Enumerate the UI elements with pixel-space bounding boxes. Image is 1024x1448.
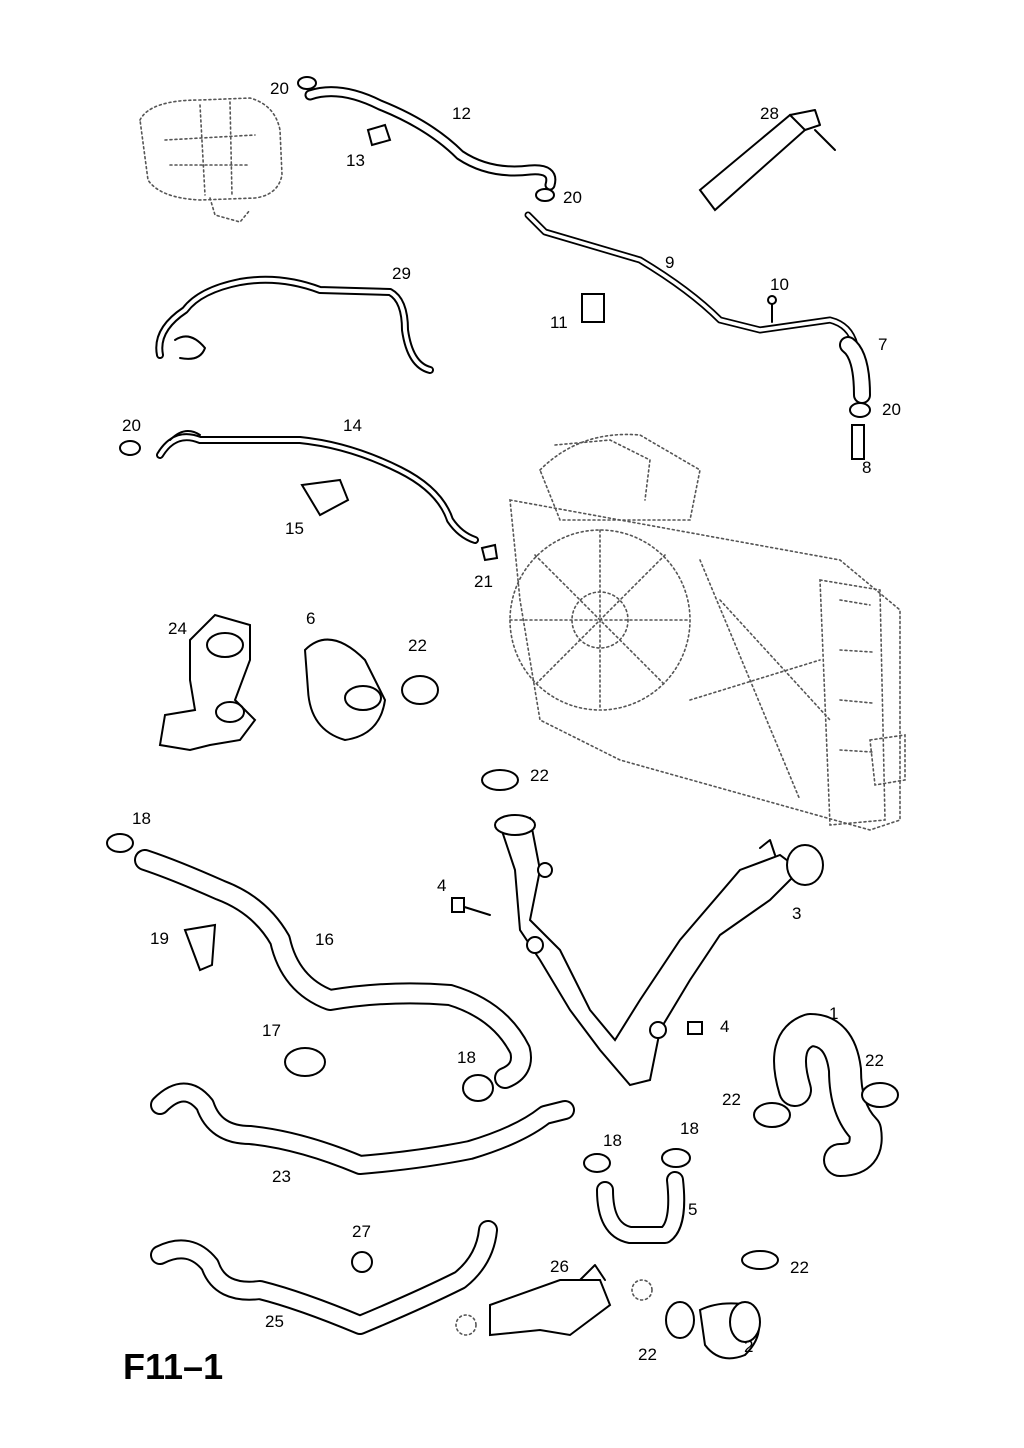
- bolt-10[interactable]: [767, 295, 777, 323]
- callout-2: 2: [744, 1337, 753, 1356]
- pipe-28[interactable]: [698, 109, 836, 212]
- callout-3: 3: [792, 904, 801, 923]
- hose-2[interactable]: [698, 1301, 761, 1360]
- clamp-22-e[interactable]: [741, 1250, 779, 1270]
- callout-10: 10: [770, 275, 789, 294]
- callout-9: 9: [665, 253, 674, 272]
- hose-1[interactable]: [773, 1013, 883, 1177]
- callout-22: 22: [638, 1345, 657, 1364]
- clip-13[interactable]: [366, 123, 392, 147]
- pipe-3[interactable]: [494, 814, 824, 1087]
- clamp-20-b[interactable]: [535, 188, 555, 202]
- callout-7: 7: [878, 335, 887, 354]
- clip-15[interactable]: [300, 478, 350, 517]
- callout-27: 27: [352, 1222, 371, 1241]
- callout-29: 29: [392, 264, 411, 283]
- callout-23: 23: [272, 1167, 291, 1186]
- clamp-22-f[interactable]: [665, 1301, 695, 1339]
- clamp-18-c[interactable]: [583, 1153, 611, 1173]
- bracket-26[interactable]: [489, 1264, 612, 1337]
- clamp-27[interactable]: [351, 1251, 373, 1273]
- hose-12[interactable]: [304, 86, 557, 191]
- hose-5[interactable]: [596, 1171, 686, 1244]
- bolt-4-a[interactable]: [451, 897, 491, 916]
- clamp-22-d[interactable]: [753, 1102, 791, 1128]
- hose-14[interactable]: [156, 430, 479, 544]
- callout-5: 5: [688, 1200, 697, 1219]
- hose-23[interactable]: [150, 1082, 575, 1175]
- clamp-20-a[interactable]: [297, 76, 317, 90]
- callout-25: 25: [265, 1312, 284, 1331]
- callout-18: 18: [680, 1119, 699, 1138]
- callout-22: 22: [530, 766, 549, 785]
- hose-16[interactable]: [134, 849, 532, 1089]
- clip-21[interactable]: [480, 543, 499, 562]
- clamp-18-a[interactable]: [106, 833, 134, 853]
- connector-8[interactable]: [851, 424, 865, 460]
- callout-8: 8: [862, 458, 871, 477]
- clamp-18-b[interactable]: [462, 1074, 494, 1102]
- bolt-4-b[interactable]: [687, 1021, 703, 1035]
- clamp-17[interactable]: [284, 1047, 326, 1077]
- callout-20: 20: [563, 188, 582, 207]
- callout-1: 1: [829, 1004, 838, 1023]
- clamp-18-d[interactable]: [661, 1148, 691, 1168]
- hose-6[interactable]: [303, 638, 387, 742]
- bracket-11[interactable]: [581, 293, 605, 323]
- callout-14: 14: [343, 416, 362, 435]
- callout-4: 4: [720, 1017, 729, 1036]
- clip-19[interactable]: [183, 923, 217, 972]
- callout-20: 20: [122, 416, 141, 435]
- callout-22: 22: [790, 1258, 809, 1277]
- callout-20: 20: [270, 79, 289, 98]
- callouts: 20 12 13 20 28 9 29 10 11 7 20 20 14 8 1…: [122, 79, 901, 1364]
- callout-12: 12: [452, 104, 471, 123]
- callout-15: 15: [285, 519, 304, 538]
- callout-22: 22: [408, 636, 427, 655]
- callout-16: 16: [315, 930, 334, 949]
- hose-7[interactable]: [839, 336, 871, 404]
- clamp-20-c[interactable]: [119, 440, 141, 456]
- pipe-9[interactable]: [524, 211, 862, 399]
- callout-17: 17: [262, 1021, 281, 1040]
- hose-29[interactable]: [155, 275, 434, 374]
- callout-22: 22: [865, 1051, 884, 1070]
- clamp-22-a[interactable]: [401, 675, 439, 705]
- callout-26: 26: [550, 1257, 569, 1276]
- callout-28: 28: [760, 104, 779, 123]
- callout-20: 20: [882, 400, 901, 419]
- expansion-tank-context: [139, 97, 283, 223]
- callout-22: 22: [722, 1090, 741, 1109]
- callout-21: 21: [474, 572, 493, 591]
- callout-18: 18: [132, 809, 151, 828]
- callout-18: 18: [457, 1048, 476, 1067]
- callout-18: 18: [603, 1131, 622, 1150]
- callout-11: 11: [550, 313, 568, 332]
- hose-25[interactable]: [150, 1220, 498, 1335]
- bracket-26-context: [455, 1279, 653, 1336]
- bracket-24[interactable]: [158, 613, 257, 752]
- callout-4: 4: [437, 876, 446, 895]
- clamp-22-c[interactable]: [861, 1082, 899, 1108]
- clamp-22-b[interactable]: [481, 769, 519, 791]
- callout-13: 13: [346, 151, 365, 170]
- figure-id: F11–1: [123, 1346, 223, 1387]
- clamp-20-d[interactable]: [849, 402, 871, 418]
- radiator-fan-context: [509, 433, 906, 831]
- callout-24: 24: [168, 619, 187, 638]
- callout-19: 19: [150, 929, 169, 948]
- callout-6: 6: [306, 609, 315, 628]
